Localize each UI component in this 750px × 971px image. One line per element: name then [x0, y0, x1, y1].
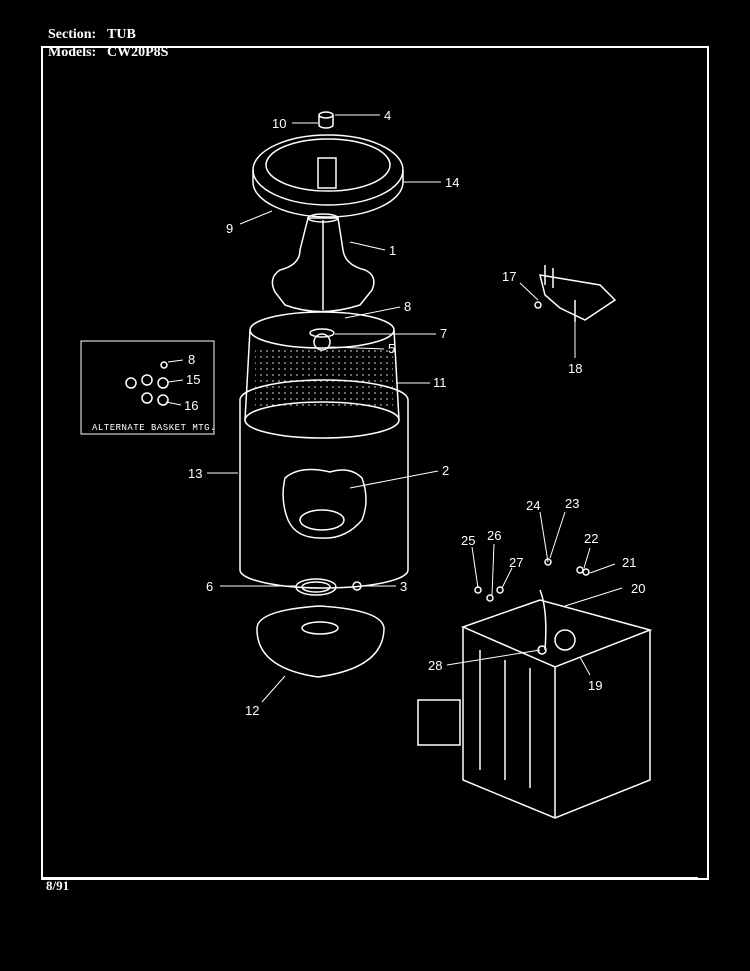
section-label: Section:: [48, 27, 97, 42]
tub-seal: [295, 578, 337, 596]
callout-4: 4: [384, 108, 391, 123]
callout-18: 18: [568, 361, 582, 376]
callout-27: 27: [509, 555, 523, 570]
inset-caption: ALTERNATE BASKET MTG.: [92, 423, 216, 433]
diagram-frame: [41, 46, 709, 880]
callout-17: 17: [502, 269, 516, 284]
callout-8: 8: [404, 299, 411, 314]
callout-2: 2: [442, 463, 449, 478]
callout-7: 7: [440, 326, 447, 341]
callout-5: 5: [388, 341, 395, 356]
callout-16: 16: [184, 398, 198, 413]
callout-22: 22: [584, 531, 598, 546]
leader-lines: [165, 114, 623, 703]
callout-25: 25: [461, 533, 475, 548]
callout-11: 11: [433, 375, 447, 390]
agitator-cap: [318, 111, 334, 129]
callout-13: 13: [188, 466, 202, 481]
callout-9: 9: [226, 221, 233, 236]
callout-14: 14: [445, 175, 459, 190]
callout-15: 15: [186, 372, 200, 387]
outer-tub: [239, 379, 409, 589]
inset-alternate-basket: ALTERNATE BASKET MTG.: [80, 340, 216, 435]
callout-12: 12: [245, 703, 259, 718]
callout-3: 3: [400, 579, 407, 594]
footer-date: 8/91: [46, 878, 70, 893]
callout-24: 24: [526, 498, 540, 513]
models-value: CW20P8S: [107, 45, 169, 60]
tub-ring: [252, 134, 404, 218]
callout-19: 19: [588, 678, 602, 693]
agitator: [271, 213, 375, 313]
cabinet: [417, 589, 653, 819]
callout-1: 1: [389, 243, 396, 258]
section-value: TUB: [107, 27, 136, 42]
footer-rule: [41, 877, 698, 879]
base-plate: [256, 605, 385, 678]
callout-23: 23: [565, 496, 579, 511]
models-label: Models:: [48, 45, 97, 60]
callout-28: 28: [428, 658, 442, 673]
callout-8-inset: 8: [188, 352, 195, 367]
callout-10: 10: [272, 116, 286, 131]
callout-20: 20: [631, 581, 645, 596]
mounting-bracket: [534, 265, 617, 322]
callout-21: 21: [622, 555, 636, 570]
callout-26: 26: [487, 528, 501, 543]
callout-6: 6: [206, 579, 213, 594]
